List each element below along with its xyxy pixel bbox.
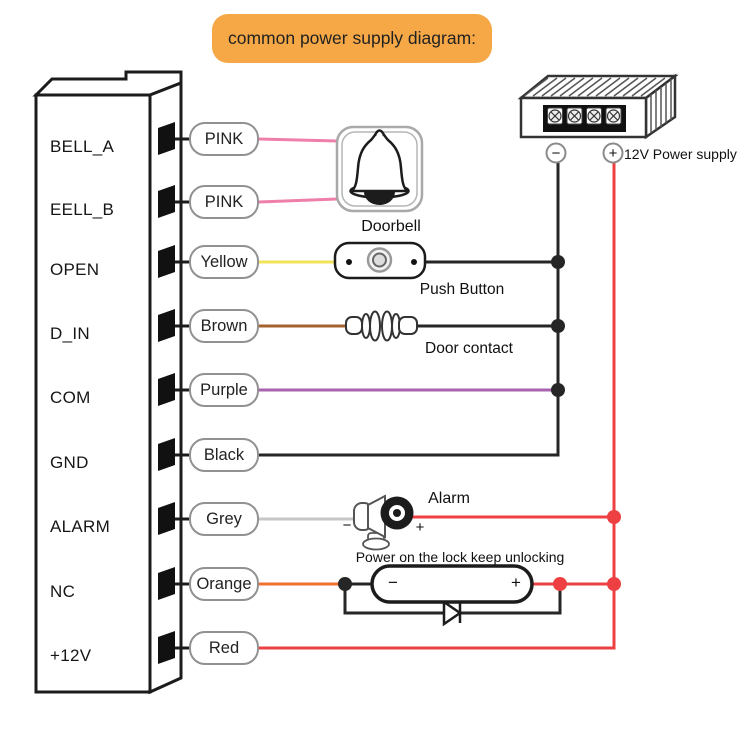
terminal-pin xyxy=(158,245,175,278)
psu-plus-sign: + xyxy=(608,144,618,162)
wire-label-red: Red xyxy=(189,631,259,665)
terminal-pin xyxy=(158,438,175,471)
wire-label-brown: Brown xyxy=(189,309,259,343)
terminal-label-eell-b: EELL_B xyxy=(50,200,115,219)
junction-dot xyxy=(607,577,621,591)
terminal-label-com: COM xyxy=(50,388,91,407)
wire-label-black: Black xyxy=(189,438,259,472)
psu-minus-sign: − xyxy=(551,144,561,162)
junction-dot xyxy=(607,510,621,524)
terminal-pin xyxy=(158,373,175,406)
power-supply-icon xyxy=(517,73,679,164)
terminal-pin xyxy=(158,631,175,664)
bell-icon xyxy=(349,129,410,206)
doorbell-caption: Doorbell xyxy=(361,218,421,235)
wire-label-pink-a: PINK xyxy=(189,122,259,156)
alarm-minus-sign: − xyxy=(342,516,352,534)
psu-screw-terminals xyxy=(547,107,622,125)
junction-dot xyxy=(551,255,565,269)
lock-minus-sign: − xyxy=(388,573,398,592)
terminal-label-alarm: ALARM xyxy=(50,517,111,536)
wire-label-purple: Purple xyxy=(189,373,259,407)
lock-caption: Power on the lock keep unlocking xyxy=(355,549,565,565)
minus-terminal-icon xyxy=(545,142,567,164)
terminal-label-nc: NC xyxy=(50,582,76,601)
door-contact-caption: Door contact xyxy=(425,340,513,357)
door-contact-icon xyxy=(345,310,418,342)
terminal-label-open: OPEN xyxy=(50,260,100,279)
alarm-caption: Alarm xyxy=(428,490,470,507)
power-supply-caption: 12V Power supply xyxy=(624,146,737,162)
junction-dot xyxy=(551,383,565,397)
terminal-label-gnd: GND xyxy=(50,453,89,472)
terminal-label-bell-a: BELL_A xyxy=(50,137,115,156)
controller-front xyxy=(34,93,152,694)
wire-label-pink-b: PINK xyxy=(189,185,259,219)
junction-dot xyxy=(338,577,352,591)
terminal-pin xyxy=(158,122,175,155)
terminal-pin xyxy=(158,567,175,600)
terminal-pin xyxy=(158,502,175,535)
plus-terminal-icon xyxy=(602,142,624,164)
wire-label-yellow: Yellow xyxy=(189,245,259,279)
terminal-label-d-in: D_IN xyxy=(50,324,90,343)
junction-dot xyxy=(551,319,565,333)
wire-label-orange: Orange xyxy=(189,567,259,601)
terminal-pin xyxy=(158,309,175,342)
wire-red-12v-bus xyxy=(259,163,616,650)
push-button-icon xyxy=(333,241,427,280)
wire-label-grey: Grey xyxy=(189,502,259,536)
title-banner: common power supply diagram: xyxy=(212,14,492,63)
diode-icon xyxy=(442,599,463,627)
junction-dots xyxy=(338,255,621,591)
junction-dot xyxy=(553,577,567,591)
alarm-plus-sign: + xyxy=(415,518,425,536)
lock-pill xyxy=(370,564,534,604)
push-button-caption: Push Button xyxy=(419,281,505,298)
lock-plus-sign: + xyxy=(511,573,521,592)
terminal-label-12v: +12V xyxy=(50,646,92,665)
terminal-pin xyxy=(158,185,175,218)
psu-vent-hatch xyxy=(523,77,666,97)
psu-side-hatch xyxy=(650,79,672,133)
alarm-siren-icon xyxy=(353,494,414,551)
wire-pink-bell-a xyxy=(258,137,338,143)
terminal-pins xyxy=(158,122,192,664)
wire-pink-bell-b xyxy=(258,197,338,204)
